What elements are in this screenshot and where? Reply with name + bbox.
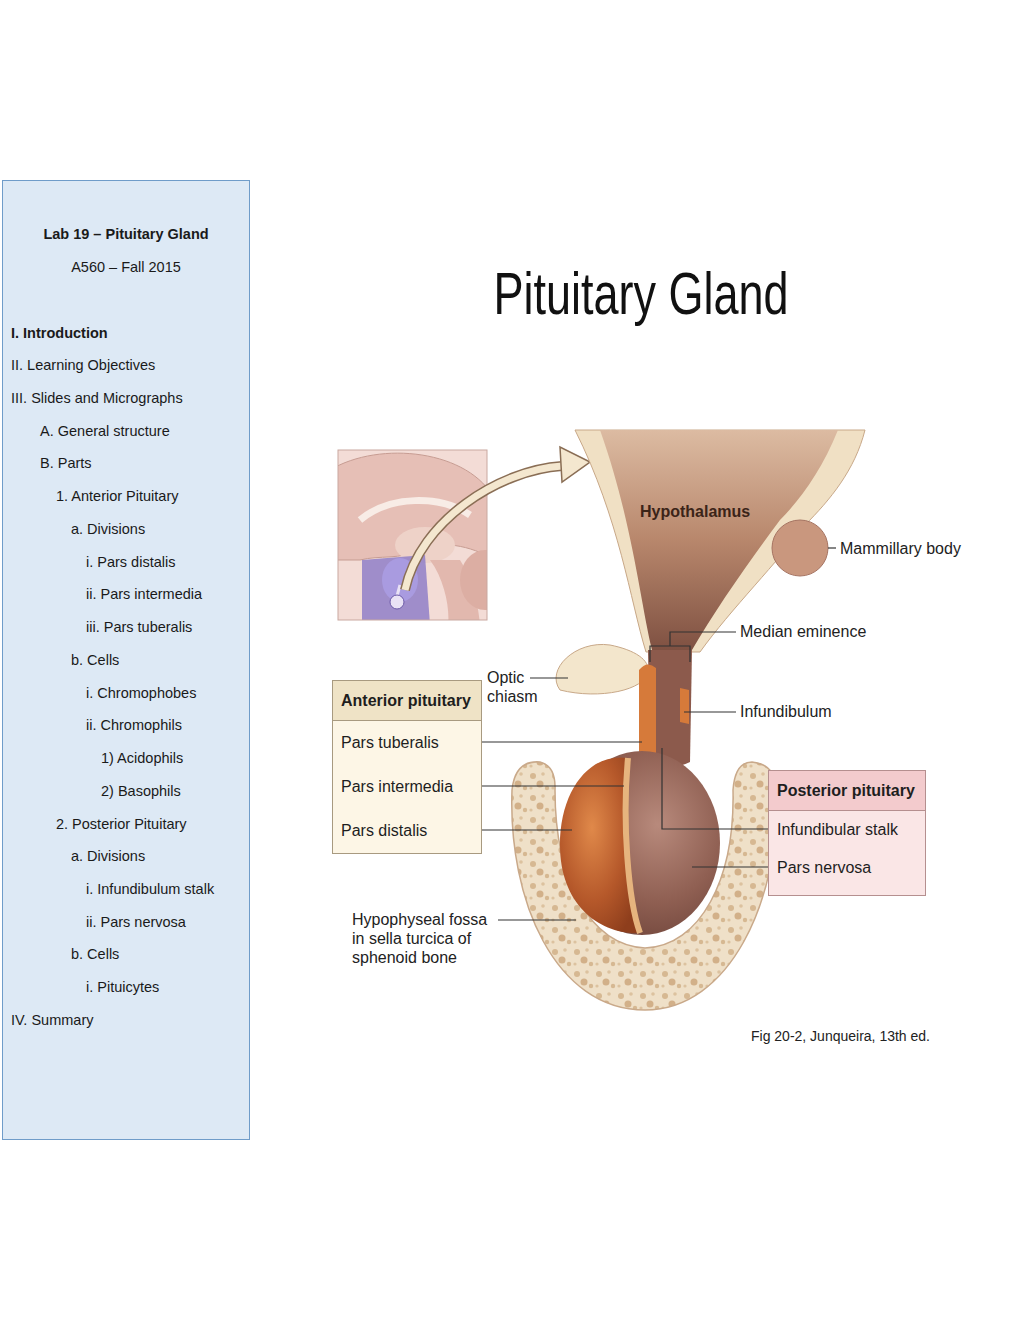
cerebellum (460, 550, 487, 610)
outline-item: B. Parts (40, 453, 92, 473)
outline-item: a. Divisions (71, 846, 145, 866)
outline-item: A. General structure (40, 421, 170, 441)
pars-distalis (560, 757, 640, 933)
box-item: Pars intermedia (333, 765, 481, 809)
mammillary-body (772, 520, 828, 576)
part-label: Infundibulum (740, 702, 832, 721)
outline-item: i. Infundibulum stalk (86, 879, 214, 899)
leader-line (692, 866, 770, 867)
outline-item: ii. Pars intermedia (86, 584, 202, 604)
outline-heading: Lab 19 – Pituitary Gland (3, 224, 249, 244)
pars-intermedia (626, 758, 640, 933)
outline-item: 1. Anterior Pituitary (56, 486, 179, 506)
leader-line (662, 748, 770, 829)
optic-chiasm (556, 644, 648, 694)
leader-line (828, 547, 836, 548)
brain-inset (338, 450, 487, 620)
outline-item: iii. Pars tuberalis (86, 617, 192, 637)
outline-item: I. Introduction (11, 323, 108, 343)
box-item: Pars distalis (333, 809, 481, 853)
outline-heading: A560 – Fall 2015 (3, 257, 249, 277)
legend-box: Anterior pituitaryPars tuberalisPars int… (332, 680, 482, 854)
pars-tuberalis (680, 688, 689, 724)
inset-stalk (397, 585, 400, 596)
figure-caption: Fig 20-2, Junqueira, 13th ed. (690, 1027, 930, 1045)
part-label: Optic chiasm (487, 668, 545, 706)
box-item: Infundibular stalk (769, 811, 925, 849)
outline-item: i. Chromophobes (86, 683, 196, 703)
outline-item: b. Cells (71, 944, 119, 964)
leader-line (530, 677, 568, 678)
inset-frame (338, 450, 487, 620)
neural-tissue (575, 430, 865, 652)
box-item: Pars nervosa (769, 849, 925, 887)
outline-item: 2. Posterior Pituitary (56, 814, 187, 834)
part-label: Median eminence (740, 622, 866, 641)
part-label: Hypophyseal fossa in sella turcica of sp… (352, 910, 494, 967)
outline-item: III. Slides and Micrographs (11, 388, 183, 408)
part-label: Mammillary body (840, 539, 961, 558)
highlight-region (362, 555, 430, 620)
zoom-arrow-outline (405, 466, 562, 590)
outline-panel: Lab 19 – Pituitary GlandA560 – Fall 2015… (2, 180, 250, 1140)
outline-item: ii. Pars nervosa (86, 912, 186, 932)
leader-line (684, 711, 736, 712)
outline-item: i. Pituicytes (86, 977, 159, 997)
outline-item: b. Cells (71, 650, 119, 670)
pars-tuberalis (639, 664, 656, 762)
outline-item: 2) Basophils (101, 781, 181, 801)
outline-item: a. Divisions (71, 519, 145, 539)
legend-box: Posterior pituitaryInfundibular stalkPar… (768, 770, 926, 896)
box-item: Pars tuberalis (333, 721, 481, 765)
inset-pituitary (390, 595, 404, 609)
leader-bracket (650, 632, 736, 662)
hypothalamus (600, 430, 838, 650)
outline-item: i. Pars distalis (86, 552, 175, 572)
zoom-arrow (405, 466, 562, 590)
box-heading: Anterior pituitary (333, 681, 481, 721)
outline-item: IV. Summary (11, 1010, 93, 1030)
part-label: Hypothalamus (640, 502, 750, 521)
box-heading: Posterior pituitary (769, 771, 925, 811)
outline-item: II. Learning Objectives (11, 355, 155, 375)
outline-item: 1) Acidophils (101, 748, 183, 768)
page-title: Pituitary Gland (454, 264, 829, 324)
leader-line (455, 741, 642, 742)
outline-item: ii. Chromophils (86, 715, 182, 735)
leader-line (498, 919, 576, 920)
